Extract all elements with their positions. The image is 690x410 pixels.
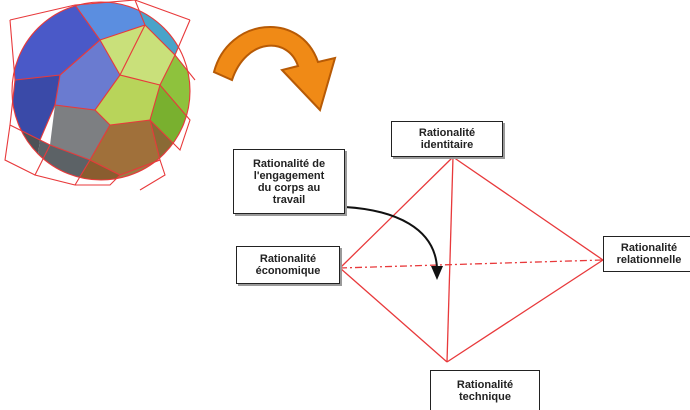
edge-top-left (339, 156, 454, 269)
label-technique-line-1: Rationalité (456, 378, 514, 391)
label-relationnelle: Rationalité relationnelle (603, 236, 690, 272)
edge-left-bottom (339, 267, 448, 363)
label-engagement-line-2: l'engagement (253, 169, 325, 182)
label-identitaire-line-1: Rationalité (418, 127, 476, 139)
colored-polyhedron-icon (4, 0, 196, 191)
pyramid-edges (339, 156, 604, 363)
label-economique-line-2: économique (255, 265, 321, 277)
label-relationnelle-line-2: relationnelle (616, 254, 682, 266)
label-economique-line-1: Rationalité (259, 253, 317, 265)
edge-top-right (452, 156, 604, 261)
label-technique-line-2: technique (459, 390, 511, 403)
edge-left-right-hidden (339, 259, 604, 269)
label-identitaire: Rationalité identitaire (391, 121, 503, 157)
edge-right-bottom (446, 259, 604, 363)
label-engagement: Rationalité de l'engagement du corps au … (233, 149, 345, 214)
label-economique: Rationalité économique (236, 246, 340, 284)
label-engagement-line-1: Rationalité de (252, 157, 326, 170)
label-technique: Rationalité technique (430, 370, 540, 410)
edge-top-bottom (446, 156, 454, 363)
label-relationnelle-line-1: Rationalité (620, 242, 678, 254)
label-engagement-line-4: travail (272, 193, 306, 206)
label-identitaire-line-2: identitaire (420, 139, 474, 151)
orange-curved-arrow-icon (212, 26, 337, 112)
black-curved-arrow-icon (344, 206, 443, 280)
label-engagement-line-3: du corps au (257, 181, 321, 194)
